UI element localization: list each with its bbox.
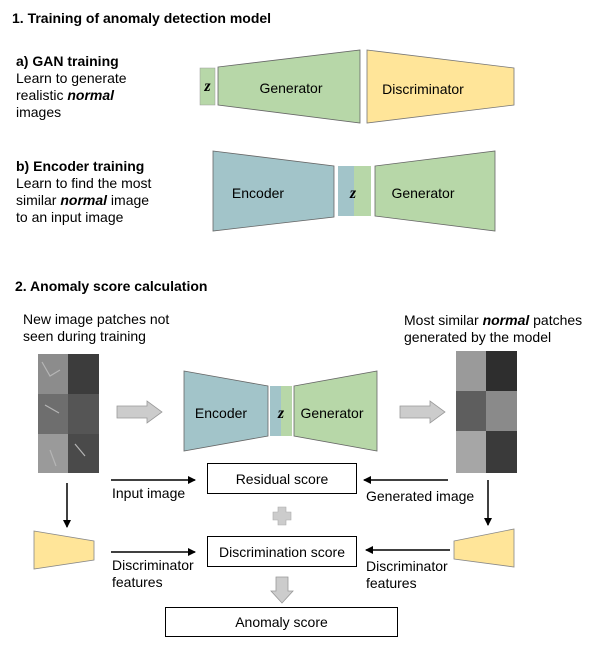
encoder-label: Encoder	[195, 405, 247, 421]
gen-caption-pre: Most similar	[404, 312, 483, 328]
input-to-encoder-arrow	[116, 400, 163, 424]
generator-shape	[293, 370, 378, 452]
anomaly-score-box: Anomaly score	[165, 607, 398, 637]
plus-icon	[272, 506, 292, 526]
generator-shape	[217, 49, 361, 124]
encoder-shape	[183, 370, 269, 452]
discriminator-left-shape	[33, 530, 95, 570]
encoder-label: Encoder	[232, 185, 284, 201]
latent-z-label: z	[203, 78, 211, 95]
generator-shape	[374, 150, 496, 232]
discriminator-shape	[366, 49, 515, 124]
scoring-network: Encoder z Generator	[183, 370, 378, 452]
generator-label: Generator	[391, 185, 454, 201]
latent-z-generator-half	[281, 386, 292, 436]
discrimination-score-label: Discrimination score	[218, 543, 346, 560]
residual-score-label: Residual score	[235, 470, 329, 487]
enc-line3: to an input image	[16, 209, 124, 225]
generated-caption-line1: Most similar normal patches	[404, 312, 582, 329]
generated-image-patches	[456, 351, 517, 473]
disc-features-right-line2: features	[366, 575, 417, 591]
residual-score-box: Residual score	[207, 463, 357, 494]
gen-caption-emphasis: normal	[482, 312, 530, 328]
encoder-shape	[212, 150, 335, 232]
enc-line2: similar normal image	[16, 192, 151, 209]
latent-z-encoder-half	[270, 386, 281, 436]
generated-patches-caption: Most similar normal patches generated by…	[404, 312, 582, 346]
anomaly-score-label: Anomaly score	[235, 614, 328, 630]
input-image-patches	[38, 354, 99, 473]
generator-label: Generator	[300, 405, 363, 421]
gan-line2-emphasis: normal	[67, 87, 115, 103]
disc-features-right-line1: Discriminator	[366, 558, 448, 574]
gan-training-description: a) GAN training Learn to generate realis…	[16, 53, 127, 121]
disc-features-left-line1: Discriminator	[112, 557, 194, 573]
down-arrow-icon	[270, 576, 294, 604]
generator-to-output-arrow	[399, 400, 446, 424]
input-caption-line2: seen during training	[23, 328, 146, 344]
generated-image-label: Generated image	[366, 488, 475, 504]
latent-z-generator-half	[354, 166, 371, 216]
gan-line2-pre: realistic	[16, 87, 68, 103]
latent-z-encoder-half	[338, 166, 354, 216]
discriminator-right-shape	[453, 528, 515, 568]
latent-z-label: z	[277, 405, 285, 422]
input-image-label: Input image	[112, 485, 186, 501]
gan-line1: Learn to generate	[16, 70, 127, 86]
section2-title: 2. Anomaly score calculation	[15, 278, 208, 294]
gen-caption-post: patches	[529, 312, 583, 328]
encoder-training-description: b) Encoder training Learn to find the mo…	[16, 158, 151, 226]
disc-features-right-label: Discriminator features	[366, 558, 448, 592]
disc-features-left-label: Discriminator features	[112, 557, 194, 591]
generator-label: Generator	[259, 80, 322, 96]
enc-line2-pre: similar	[16, 192, 61, 208]
gan-line2: realistic normal	[16, 87, 127, 104]
gan-training-diagram: z Generator Discriminator	[199, 49, 515, 124]
enc-line2-post: image	[107, 192, 150, 208]
latent-z-label: z	[349, 185, 357, 202]
encoder-training-diagram: Encoder z Generator	[212, 150, 496, 232]
discrimination-score-box: Discrimination score	[207, 536, 357, 567]
disc-features-left-line2: features	[112, 574, 163, 590]
section1-title: 1. Training of anomaly detection model	[12, 10, 272, 26]
generated-caption-line2: generated by the model	[404, 329, 552, 345]
latent-z-block	[199, 67, 216, 106]
discriminator-label: Discriminator	[382, 81, 464, 97]
input-caption-line1: New image patches not	[23, 311, 170, 327]
enc-line2-emphasis: normal	[60, 192, 108, 208]
encoder-training-title: b) Encoder training	[16, 158, 145, 174]
input-patches-caption: New image patches not seen during traini…	[23, 311, 169, 345]
enc-line1: Learn to find the most	[16, 175, 152, 191]
gan-training-title: a) GAN training	[16, 53, 119, 69]
gan-line3: images	[16, 104, 62, 120]
